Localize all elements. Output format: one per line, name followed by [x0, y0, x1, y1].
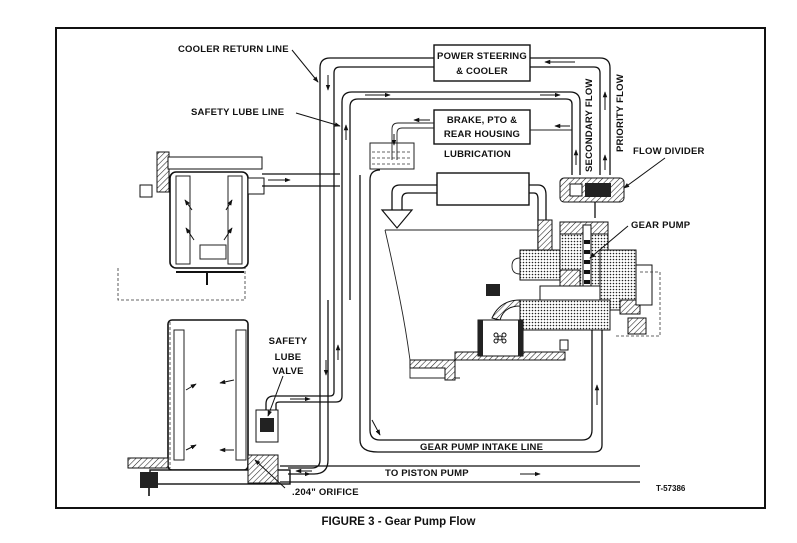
flow-divider	[559, 177, 625, 218]
orifice-label: .204" ORIFICE	[292, 487, 359, 498]
to-piston-pump-label: TO PISTON PUMP	[385, 468, 469, 479]
safety-lube-line	[341, 91, 581, 300]
bolt-pattern-icon	[493, 332, 507, 344]
figure-caption: FIGURE 3 - Gear Pump Flow	[321, 516, 476, 528]
safety-lube-valve-label-line3: VALVE	[272, 366, 303, 377]
brake-pto-label-line1: BRAKE, PTO &	[447, 115, 517, 126]
power-steering-cooler-box: POWER STEERING & COOLER	[433, 44, 531, 82]
figure-frame	[55, 27, 766, 509]
lubrication-reservoir	[369, 117, 434, 170]
brake-pto-rear-housing-box: BRAKE, PTO & REAR HOUSING LUBRICATION	[433, 109, 531, 160]
lubrication-label: LUBRICATION	[444, 149, 511, 160]
safety-lube-valve-label-line1: SAFETY	[269, 336, 308, 347]
to-piston-pump-line	[280, 465, 640, 483]
safety-lube-valve-label-line2: LUBE	[275, 352, 302, 363]
gear-pump-intake-line-label: GEAR PUMP INTAKE LINE	[420, 442, 543, 453]
safety-lube-line-label: SAFETY LUBE LINE	[191, 107, 284, 118]
secondary-flow-label: SECONDARY FLOW	[584, 78, 595, 172]
safety-lube-valve	[255, 300, 343, 475]
brake-pto-label-line2: REAR HOUSING	[444, 129, 520, 140]
gear-pump-assembly	[359, 169, 661, 453]
hydraulic-tank	[380, 172, 547, 379]
reference-number: T-57386	[656, 484, 686, 493]
leader-lines	[254, 49, 666, 489]
lower-filter	[127, 319, 291, 496]
power-steering-label-line1: POWER STEERING	[437, 51, 527, 62]
power-steering-label-line2: & COOLER	[456, 66, 508, 77]
upper-filter	[117, 151, 340, 301]
gear-pump-label: GEAR PUMP	[631, 220, 691, 231]
priority-flow-label: PRIORITY FLOW	[615, 74, 626, 152]
cooler-return-line-label: COOLER RETURN LINE	[178, 44, 289, 55]
cooler-return-line	[319, 57, 611, 460]
flow-divider-label: FLOW DIVIDER	[633, 146, 705, 157]
